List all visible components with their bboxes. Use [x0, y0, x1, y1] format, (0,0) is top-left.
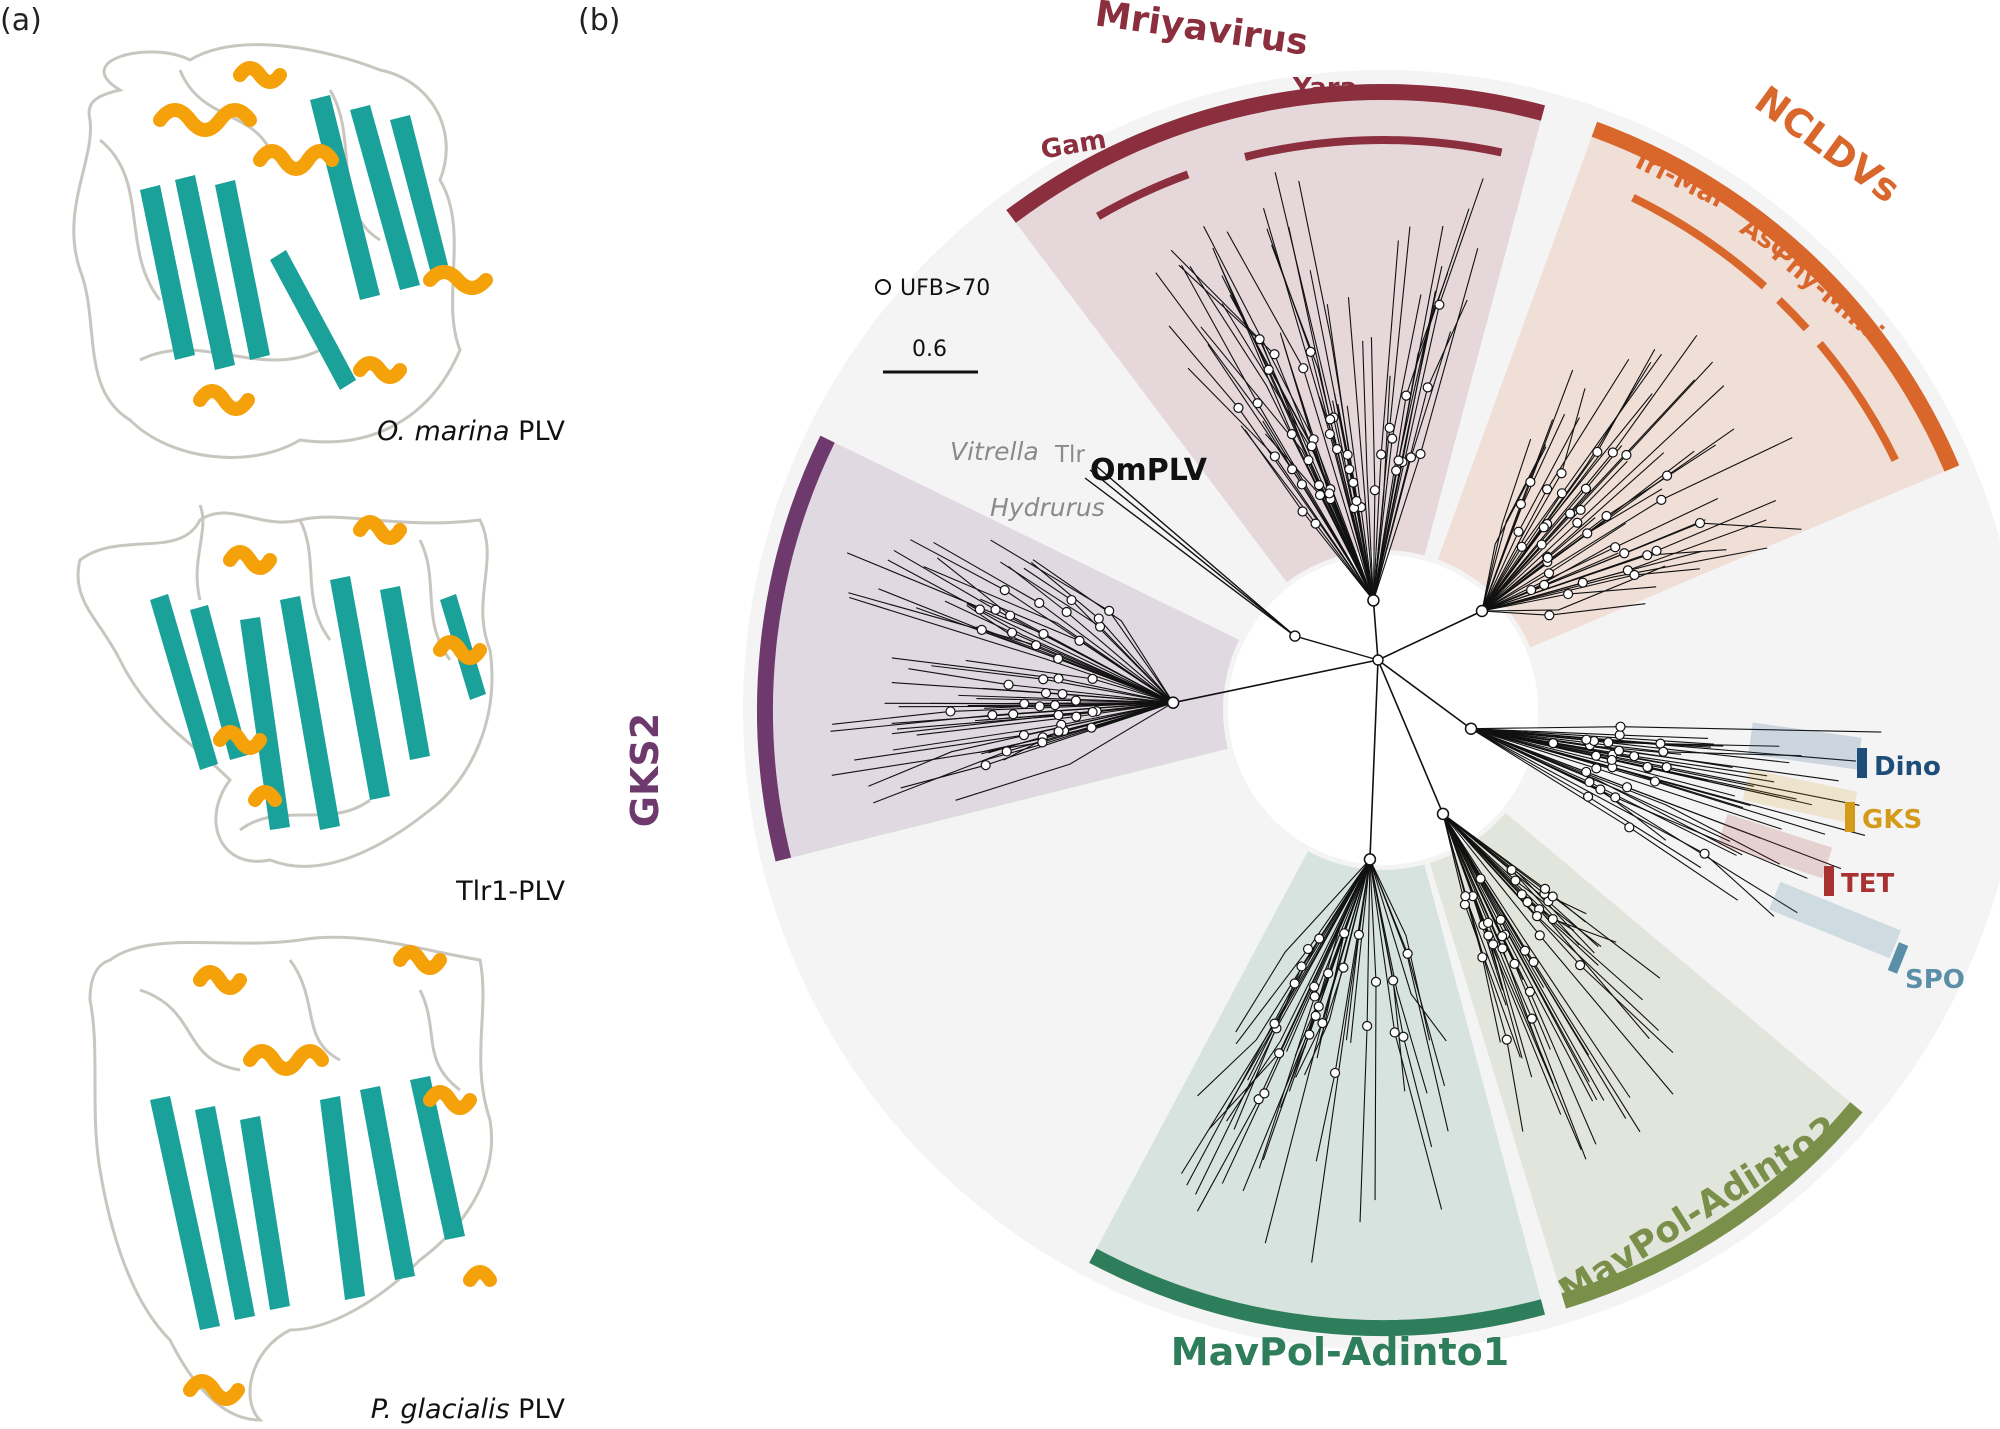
clade-sector-adinto2	[1429, 812, 1851, 1294]
clade-arc-adinto2	[1561, 1102, 1863, 1309]
clade-sector-adinto1	[1096, 851, 1541, 1321]
clade-arc-gks2	[757, 435, 835, 862]
panel-label-a: (a)	[0, 3, 42, 38]
sub-arc-phy-mimi	[1816, 341, 1899, 462]
tree-nodes	[945, 299, 1710, 1105]
sub-arc-asc	[1776, 297, 1810, 332]
clade-label-ncldvs: NCLDVs	[1747, 77, 1908, 211]
clade-label-mriyavirus: Mriyavirus	[1093, 0, 1311, 64]
tip-label-vitrella: Vitrella	[950, 437, 1039, 466]
legend-node-support: UFB>70	[900, 276, 990, 301]
tip-labels: Vitrella Tlr OmPLV Hydrurus	[950, 437, 1208, 522]
clade-arc-ncldvs	[1591, 121, 1960, 472]
legend: UFB>70 0.6	[875, 276, 990, 374]
tip-label-hydrurus: Hydrurus	[990, 493, 1105, 522]
sub-arc-iri-mar	[1631, 194, 1768, 290]
sub-arc-gam	[1096, 170, 1190, 220]
clade-sector-gks2	[773, 442, 1240, 858]
clade-arcs	[757, 84, 1960, 1336]
tip-label-tlr: Tlr	[1054, 442, 1085, 468]
protein-structure-omarina	[72, 43, 493, 459]
clade-label-gks2: GKS2	[623, 713, 667, 827]
tip-label-omplv: OmPLV	[1090, 453, 1208, 488]
sub-arc-yara	[1244, 136, 1503, 161]
small-clade-markers: Dino GKS TET SPO	[1717, 722, 1965, 995]
clade-label-yara: Yara	[1292, 73, 1357, 103]
structure-caption-3: P. glacialis PLV	[371, 1394, 566, 1425]
panel-label-b: (b)	[578, 3, 620, 38]
clade-label-spo: SPO	[1905, 965, 1965, 995]
clade-label-tet: TET	[1841, 869, 1894, 899]
protein-structure-pglacialis	[88, 935, 497, 1422]
legend-node-symbol	[875, 279, 891, 295]
clade-arc-adinto1	[1089, 1248, 1546, 1336]
structure-caption-2: Tlr1-PLV	[455, 876, 565, 907]
clade-arc-mriyavirus	[1006, 84, 1546, 223]
clade-label-dino: Dino	[1874, 752, 1941, 782]
clade-label-mavpol-adinto1: MavPol-Adinto1	[1171, 1330, 1509, 1374]
structure-caption-1: O. marina PLV	[377, 416, 565, 447]
legend-scale-value: 0.6	[912, 337, 947, 362]
clade-label-gks: GKS	[1862, 805, 1922, 835]
protein-structure-tlr1	[76, 504, 494, 868]
